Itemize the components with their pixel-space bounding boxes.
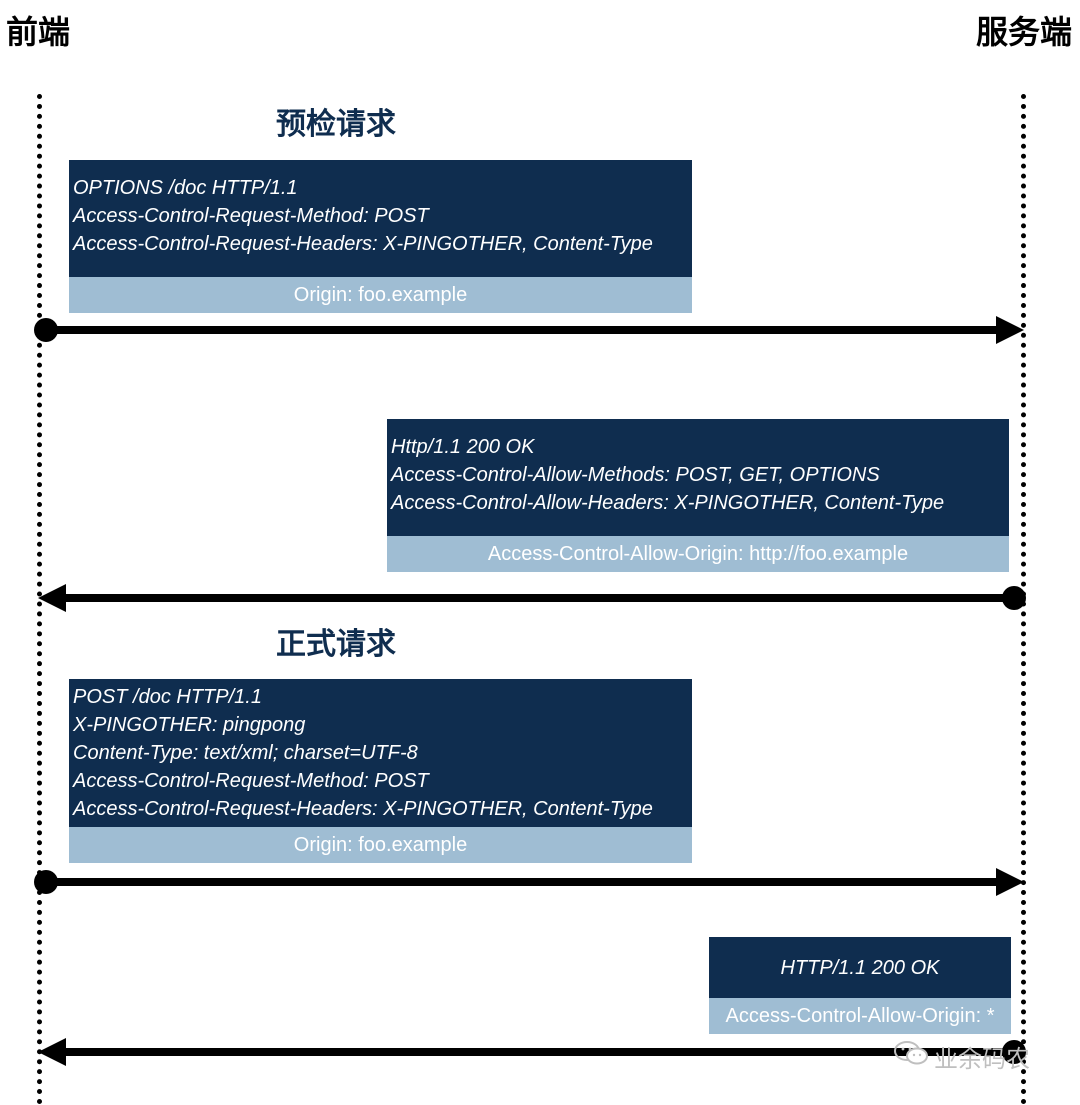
- arrow-start-dot: [1002, 586, 1026, 610]
- header-line: OPTIONS /doc HTTP/1.1: [73, 177, 298, 199]
- header-line: Access-Control-Request-Method: POST: [73, 770, 429, 792]
- header-line: POST /doc HTTP/1.1: [73, 686, 262, 708]
- actual-request-headers: POST /doc HTTP/1.1 X-PINGOTHER: pingpong…: [69, 679, 692, 827]
- preflight-request-arrow: [34, 316, 1024, 344]
- header-line: HTTP/1.1 200 OK: [780, 956, 940, 979]
- preflight-response-box: Http/1.1 200 OK Access-Control-Allow-Met…: [387, 419, 1009, 572]
- preflight-request-origin: Origin: foo.example: [69, 277, 692, 313]
- arrow-head: [996, 868, 1024, 896]
- arrow-start-dot: [34, 870, 58, 894]
- preflight-response-allow-origin: Access-Control-Allow-Origin: http://foo.…: [387, 536, 1009, 572]
- arrow-start-dot: [1002, 1040, 1026, 1064]
- preflight-request-box: OPTIONS /doc HTTP/1.1 Access-Control-Req…: [69, 160, 692, 313]
- preflight-section-title: 预检请求: [276, 107, 396, 142]
- arrow-head: [996, 316, 1024, 344]
- preflight-response-headers: Http/1.1 200 OK Access-Control-Allow-Met…: [387, 419, 1009, 536]
- header-line: Content-Type: text/xml; charset=UTF-8: [73, 742, 418, 764]
- preflight-request-headers: OPTIONS /doc HTTP/1.1 Access-Control-Req…: [69, 160, 692, 277]
- frontend-lifeline: [37, 94, 42, 1105]
- actual-request-arrow: [34, 868, 1024, 896]
- actual-response-headers: HTTP/1.1 200 OK: [709, 937, 1011, 998]
- actual-response-box: HTTP/1.1 200 OK Access-Control-Allow-Ori…: [709, 937, 1011, 1034]
- header-line: X-PINGOTHER: pingpong: [73, 714, 306, 736]
- frontend-lane-title: 前端: [6, 13, 71, 51]
- actual-request-section-title: 正式请求: [276, 627, 396, 662]
- actual-request-box: POST /doc HTTP/1.1 X-PINGOTHER: pingpong…: [69, 679, 692, 863]
- preflight-response-arrow: [38, 584, 1026, 612]
- header-line: Http/1.1 200 OK: [391, 436, 535, 458]
- wechat-icon: [894, 1040, 928, 1077]
- header-line: Access-Control-Allow-Headers: X-PINGOTHE…: [391, 492, 945, 514]
- arrow-head: [38, 1038, 66, 1066]
- actual-response-allow-origin: Access-Control-Allow-Origin: *: [709, 998, 1011, 1034]
- actual-request-origin: Origin: foo.example: [69, 827, 692, 863]
- header-line: Access-Control-Allow-Methods: POST, GET,…: [391, 464, 880, 486]
- watermark-text: 业余码农: [934, 1044, 1030, 1073]
- header-line: Access-Control-Request-Headers: X-PINGOT…: [73, 798, 653, 820]
- arrow-start-dot: [34, 318, 58, 342]
- header-line: Access-Control-Request-Method: POST: [73, 205, 429, 227]
- watermark: 业余码农: [894, 1040, 1030, 1077]
- server-lane-title: 服务端: [975, 13, 1072, 51]
- actual-response-arrow: [38, 1038, 1026, 1066]
- header-line: Access-Control-Request-Headers: X-PINGOT…: [73, 233, 653, 255]
- arrow-head: [38, 584, 66, 612]
